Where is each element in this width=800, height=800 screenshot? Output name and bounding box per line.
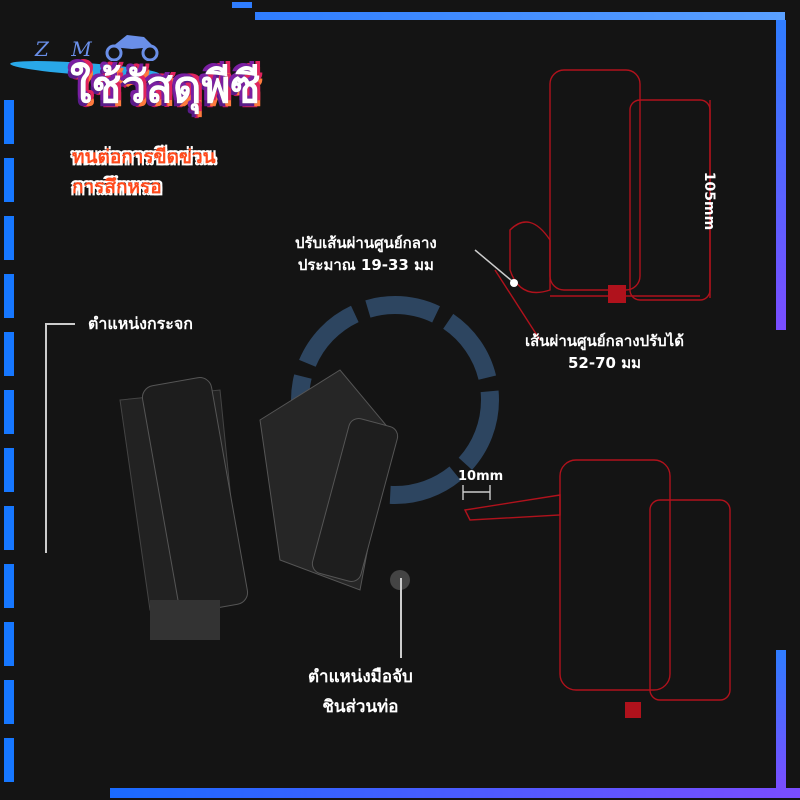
handle-position-line2: ชินส่วนท่อ	[322, 697, 399, 717]
motorcycle-icon	[105, 35, 159, 61]
handle-pointer	[400, 578, 402, 658]
center-diameter-line1: เส้นผ่านศูนย์กลางปรับได้	[525, 332, 684, 350]
frame-left-dashes	[4, 100, 14, 790]
offset-dimension: 10mm	[458, 469, 504, 484]
adjust-diameter-line1: ปรับเส้นผ่านศูนย์กลาง	[295, 234, 437, 252]
subheadline-2: การสึกหรอ	[72, 176, 162, 198]
frame-right-bar	[776, 20, 786, 330]
frame-top-left-bar	[232, 2, 252, 8]
logo-text: Z M	[35, 37, 100, 61]
brand-logo: Z M	[9, 35, 161, 85]
technical-drawing-bottom	[462, 459, 731, 718]
frame-bottom-bar	[110, 788, 800, 798]
frame-top-bar	[255, 12, 785, 20]
center-diameter-label: เส้นผ่านศูนย์กลางปรับได้ 52-70 มม	[525, 330, 684, 374]
mirror-position-pointer	[45, 323, 75, 325]
height-dimension: 105mm	[701, 171, 718, 231]
handle-position-line1: ตำแหน่งมือจับ	[308, 667, 413, 687]
mirror-position-label: ตำแหน่งกระจก	[88, 314, 193, 333]
callout-pointer	[474, 249, 518, 287]
adjust-diameter-label: ปรับเส้นผ่านศูนย์กลาง ประมาณ 19-33 มม	[295, 232, 437, 276]
mirror-pointer-vertical	[45, 323, 47, 553]
adjust-diameter-line2: ประมาณ 19-33 มม	[297, 256, 434, 274]
headline: ใช้วัสดุพีซี	[70, 62, 261, 113]
product-photo	[119, 369, 410, 640]
frame-right-bottom-bar	[776, 650, 786, 790]
center-diameter-line2: 52-70 มม	[568, 354, 641, 372]
subheadline-1: ทนต่อการขีดข่วน	[72, 146, 216, 168]
technical-drawing-top	[494, 69, 711, 341]
handle-position-label: ตำแหน่งมือจับ ชินส่วนท่อ	[308, 662, 413, 722]
